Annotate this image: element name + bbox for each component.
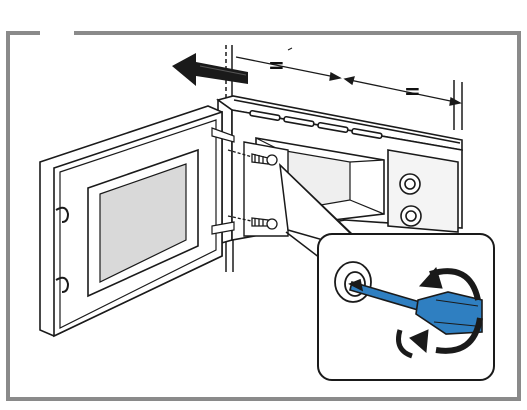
frame-notch (40, 28, 74, 37)
screwdriver-icon (348, 278, 483, 335)
rotate-arrows-icon (396, 266, 483, 359)
equal-mark-left: = (268, 53, 285, 77)
equal-mark-right: = (404, 79, 421, 103)
hinge-plate (243, 141, 289, 237)
direction-arrow-icon (172, 53, 248, 86)
dimension-line (235, 47, 462, 106)
screw-icon (227, 149, 278, 230)
control-knob-icon (399, 173, 422, 227)
diagram-frame (6, 31, 521, 401)
microwave-door (39, 105, 235, 338)
